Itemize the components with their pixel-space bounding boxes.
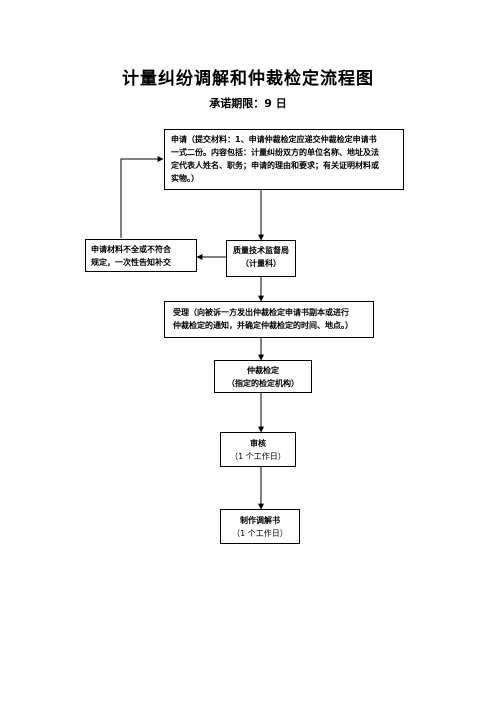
review-title: 审核 (250, 439, 266, 448)
commitment-period: 承诺期限：9 日 (209, 97, 287, 110)
acceptance-line-2: 仲裁检定的通知，并确定仲裁检定的时间、地点。） (173, 321, 353, 330)
arbitration-detail: （指定的检定机构） (227, 379, 299, 388)
review-node: 审核 （1 个工作日） (220, 432, 296, 467)
incomplete-line-2: 规定，一次性告知补交 (91, 258, 171, 267)
application-line-1: 申请（提交材料：1、申请仲裁检定应递交仲裁检定申请书 (171, 135, 377, 144)
incomplete-line-1: 申请材料不全或不符合 (91, 245, 171, 254)
arbitration-node: 仲裁检定 （指定的检定机构） (214, 360, 312, 393)
bureau-node: 质量技术监督局 （计量科） (226, 240, 296, 277)
application-node: 申请（提交材料：1、申请仲裁检定应递交仲裁检定申请书 一式二份。内容包括：计量纠… (164, 129, 404, 190)
application-line-2: 一式二份。内容包括：计量纠纷双方的单位名称、地址及法 (171, 148, 379, 157)
bureau-name: 质量技术监督局 (233, 246, 289, 255)
incomplete-materials-node: 申请材料不全或不符合 规定，一次性告知补交 (85, 239, 197, 272)
acceptance-node: 受理（向被诉一方发出仲裁检定申请书副本或进行 仲裁检定的通知，并确定仲裁检定的时… (164, 301, 374, 338)
acceptance-line-1: 受理（向被诉一方发出仲裁检定申请书副本或进行 (173, 308, 349, 317)
bureau-department: （计量科） (241, 259, 281, 268)
application-line-4: 实物。） (171, 174, 199, 183)
mediation-duration: （1 个工作日） (232, 529, 288, 538)
mediation-node: 制作调解书 （1 个工作日） (220, 509, 300, 544)
arbitration-title: 仲裁检定 (247, 366, 279, 375)
mediation-title: 制作调解书 (240, 516, 280, 525)
arrow-incomplete-back-to-application (120, 156, 164, 238)
review-duration: （1 个工作日） (230, 452, 286, 461)
page-title: 计量纠纷调解和仲裁检定流程图 (122, 69, 374, 89)
application-line-3: 定代表人姓名、职务；申请的理由和要求；有关证明材料或 (171, 161, 379, 170)
